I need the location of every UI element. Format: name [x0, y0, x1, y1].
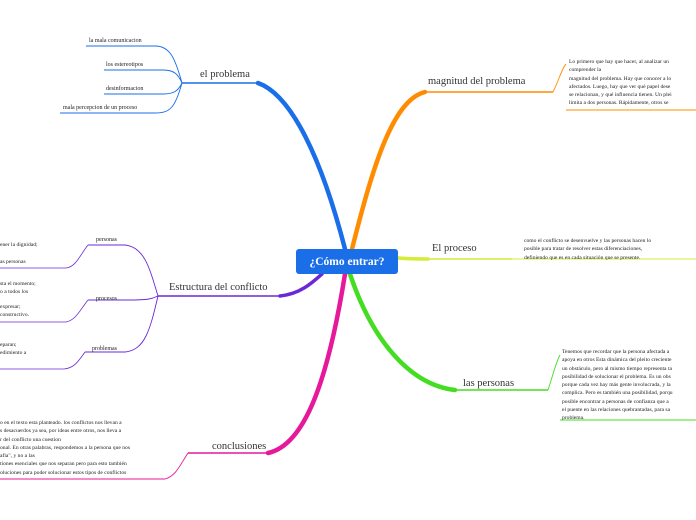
note-line: definiendo que es en cada situación que …	[524, 254, 641, 261]
topic-el-problema[interactable]: el problema	[200, 69, 250, 80]
topic-las-personas[interactable]: las personas	[463, 378, 515, 389]
note-line: as personas	[0, 259, 26, 265]
note-line: magnitud del problema. Hay que conocer a…	[569, 75, 672, 82]
note-proceso: como el conflicto se desenvuelve y las p…	[524, 237, 651, 262]
note-line: tiones esenciales que nos separan pero p…	[0, 461, 127, 468]
note-line: edimiento a	[0, 350, 27, 357]
note-line: constructivo.	[0, 312, 30, 319]
central-topic-label: ¿Cómo entrar?	[309, 255, 385, 268]
topic-conclusiones[interactable]: conclusiones	[212, 441, 267, 452]
branch-problema-connectors	[60, 45, 348, 252]
note-line: posibilidad de solucionar el problema. E…	[562, 373, 671, 380]
topic-estructura-del-conflicto[interactable]: Estructura del conflicto	[169, 282, 268, 293]
subtopic-problemas[interactable]: problemas	[92, 346, 117, 352]
subtopic-procesos[interactable]: procesos	[96, 296, 117, 302]
topic-el-proceso[interactable]: El proceso	[432, 243, 477, 254]
note-personas: Tenemos que recordar que la persona afec…	[562, 348, 673, 423]
note-line: eparan;	[0, 342, 17, 348]
note-estructura-personas-2: as personas	[0, 258, 26, 266]
note-line: como el conflicto se desenvuelve y las p…	[524, 238, 652, 244]
branch-estructura-connectors	[0, 244, 324, 370]
note-estructura-personas: ener la dignidad;	[0, 241, 38, 249]
note-line: afectados. Luego, hay que ver qué papel …	[569, 83, 671, 90]
note-line: comprender la	[569, 67, 602, 74]
note-line: limita a dos personas. Rápidamente, otro…	[569, 100, 669, 107]
note-line: posible para tratar de resolver estas di…	[524, 246, 643, 253]
branch-proceso-connectors	[396, 256, 696, 261]
note-line: Tenemos que recordar que la persona afec…	[562, 349, 670, 355]
note-line: se relacionan, y qué influencia tienen. …	[569, 92, 672, 99]
subtopic-mala-percepcion[interactable]: mala percepcion de un proceso	[63, 105, 138, 111]
note-line: problema.	[562, 415, 585, 422]
note-magnitud: Lo primero que hay que hacer, al analiza…	[569, 58, 672, 108]
note-line: ener la dignidad;	[0, 242, 38, 248]
note-estructura-procesos-2: expresar; constructivo.	[0, 303, 29, 320]
note-line: un obstáculo, pero al mismo tiempo repre…	[562, 365, 672, 372]
subtopic-estereotipos[interactable]: los estereotipos	[106, 62, 144, 68]
note-line: o a todos los	[0, 289, 29, 296]
note-line: expresar;	[0, 304, 21, 310]
note-line: oluciones para poder solucionar estos ti…	[0, 469, 127, 476]
note-estructura-procesos: sta el momento; o a todos los	[0, 280, 36, 297]
note-line: apoya en otros Esta dinámica del pleito …	[562, 357, 672, 364]
note-line: o en el texto esta planteado. los confli…	[0, 420, 122, 426]
subtopic-personas[interactable]: personas	[96, 237, 117, 243]
note-conclusiones: o en el texto esta planteado. los confli…	[0, 419, 130, 477]
subtopic-mala-comunicacion[interactable]: la mala comunicacion	[89, 38, 142, 44]
branch-personas-connectors	[347, 271, 696, 421]
central-topic[interactable]: ¿Cómo entrar?	[296, 249, 398, 274]
subtopic-desinformacion[interactable]: desinformacion	[106, 86, 144, 92]
note-line: complica. Pero es también una posibilida…	[562, 390, 673, 397]
branch-magnitud-connectors	[349, 63, 696, 252]
note-line: afia", y no a las	[0, 453, 35, 460]
branch-conclusiones-connectors	[0, 271, 348, 480]
note-estructura-problemas: eparan; edimiento a	[0, 341, 26, 358]
note-line: s desacuerdos ya sea, por ideas entre ot…	[0, 428, 122, 435]
note-line: Lo primero que hay que hacer, al analiza…	[569, 59, 669, 65]
note-line: onal. En otras palabras, respondemos a l…	[0, 444, 131, 451]
note-line: sta el momento;	[0, 281, 36, 287]
note-line: el puente en las relaciones quebrantadas…	[562, 407, 671, 414]
topic-magnitud-del-problema[interactable]: magnitud del problema	[428, 76, 526, 87]
note-line: posible encontrar a personas de confianz…	[562, 398, 669, 405]
note-line: porque cada vez hay más gente involucrad…	[562, 382, 671, 389]
note-line: r del conflicto una cuestion	[0, 436, 61, 443]
